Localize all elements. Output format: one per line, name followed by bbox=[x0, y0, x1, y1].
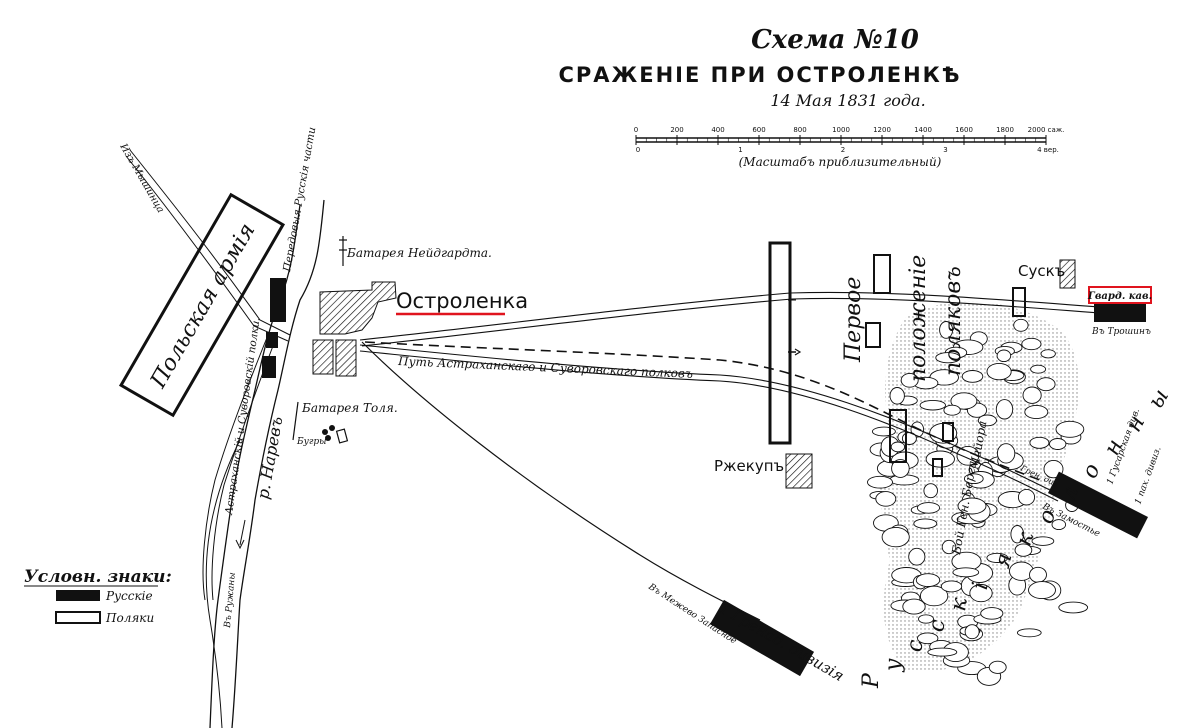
forest-area bbox=[867, 301, 1089, 686]
scale-sazhen-label: 0 bbox=[634, 126, 638, 134]
russian-columns-letter: ы bbox=[1144, 385, 1175, 413]
scale-versta-label: 0 bbox=[636, 146, 640, 154]
first-position-label-2: положеніе bbox=[906, 255, 931, 382]
russian-columns-letter: я bbox=[990, 551, 1018, 571]
map-subtitle: СРАЖЕНІЕ ПРИ ОСТРОЛЕНКѢ bbox=[558, 63, 961, 87]
first-position-label-1: Первое bbox=[841, 277, 866, 363]
hills-label: Бугры bbox=[296, 437, 326, 447]
ostrolenka-label: Остроленка bbox=[396, 289, 528, 313]
scale-sazhen-label: 1400 bbox=[914, 126, 932, 134]
russian-columns-letter: і bbox=[968, 580, 994, 592]
scale-sazhen-label: 400 bbox=[711, 126, 724, 134]
polish-position-line bbox=[768, 241, 802, 445]
map-title: Схема №10 bbox=[751, 25, 919, 55]
scale-sazhen-label: 2000 саж. bbox=[1028, 126, 1065, 134]
russian-column-zamostye bbox=[1048, 471, 1148, 539]
polish-unit-frame bbox=[873, 254, 891, 294]
to-ruzhany-label: Въ Ружаны bbox=[223, 572, 238, 629]
legend-polish-swatch bbox=[55, 611, 101, 624]
legend: Условн. знаки: Русскіе Поляки bbox=[24, 567, 172, 625]
russian-columns-letter: у bbox=[881, 658, 907, 673]
rzhekup-village bbox=[785, 453, 813, 489]
russian-unit-block bbox=[262, 356, 276, 378]
to-troshin-label: Въ Трошинъ bbox=[1091, 327, 1151, 337]
russian-vanguard-label: Передовыя Русскія части bbox=[281, 126, 318, 274]
route-astrakhan-label: Путь Астраханскаго и Суворовскаго полков… bbox=[397, 354, 693, 381]
river-label: р. Наревъ bbox=[253, 415, 286, 501]
battery-neidhardt-label: Батарея Нейдгардта. bbox=[346, 246, 492, 260]
polish-unit-frame bbox=[889, 409, 907, 463]
russian-unit-block bbox=[270, 278, 286, 322]
scale-bar: 0 200 400 600 800 1000 1200 1400 1600 1800 2000 са… bbox=[634, 126, 1065, 169]
scale-sazhen-label: 800 bbox=[793, 126, 806, 134]
scale-sazhen-label: 1200 bbox=[873, 126, 891, 134]
scale-sazhen-label: 1600 bbox=[955, 126, 973, 134]
battery-tol-marker bbox=[292, 401, 349, 444]
scale-sazhen-label: 1800 bbox=[996, 126, 1014, 134]
guard-cavalry-highlight bbox=[1088, 286, 1152, 304]
legend-polish-label: Поляки bbox=[105, 611, 154, 625]
first-grenadier-division-block bbox=[709, 599, 815, 677]
battery-tol-label: Батарея Толя. bbox=[301, 401, 398, 415]
legend-russian-label: Русскіе bbox=[105, 589, 153, 603]
route-astrakhan-dashed bbox=[364, 341, 1041, 481]
susk-label: Сускъ bbox=[1018, 262, 1065, 280]
scale-sazhen-label: 200 bbox=[670, 126, 683, 134]
scale-versta-label: 3 bbox=[943, 146, 947, 154]
rzhekup-label: Ржекупъ bbox=[714, 457, 784, 475]
russian-columns-letter: с bbox=[902, 639, 928, 653]
susk-village bbox=[1059, 259, 1076, 289]
russian-columns-letter: Р bbox=[859, 672, 884, 689]
russian-columns-letter: с bbox=[924, 618, 950, 633]
scale-sazhen-label: 600 bbox=[752, 126, 765, 134]
legend-russian-swatch bbox=[56, 590, 100, 601]
russian-columns-letter: о bbox=[1077, 460, 1105, 482]
polish-unit-frame bbox=[1012, 287, 1026, 317]
polish-unit-frame bbox=[865, 322, 881, 348]
road-mezhevo bbox=[361, 341, 761, 621]
map-date: 14 Мая 1831 года. bbox=[770, 91, 925, 110]
scale-versta-label: 4 вер. bbox=[1037, 146, 1059, 154]
legend-title: Условн. знаки: bbox=[24, 567, 172, 587]
guard-cavalry-block bbox=[1094, 304, 1146, 322]
scale-sazhen-label: 1000 bbox=[832, 126, 850, 134]
infantry-div-label: 1 пах. дивиз. bbox=[1133, 445, 1163, 506]
ostrolenka-town bbox=[312, 281, 397, 377]
polish-army-frame: Польская армія bbox=[118, 192, 286, 418]
russian-columns-letter: к bbox=[946, 595, 973, 613]
from-myshinets-label: Изъ Мышинца bbox=[117, 141, 166, 215]
scale-versta-label: 1 bbox=[738, 146, 742, 154]
polish-unit-frame bbox=[942, 422, 954, 442]
polish-unit-frame bbox=[932, 458, 943, 477]
battery-neidhardt-marker bbox=[339, 236, 347, 266]
scale-note: (Масштабъ приблизительный) bbox=[739, 155, 942, 169]
road-myshinets bbox=[125, 149, 291, 342]
scale-versta-label: 2 bbox=[841, 146, 845, 154]
first-position-label-3: поляковъ bbox=[941, 266, 966, 376]
guard-cavalry-label: Гвард. кав. bbox=[1087, 291, 1152, 302]
russian-unit-block bbox=[266, 332, 278, 348]
